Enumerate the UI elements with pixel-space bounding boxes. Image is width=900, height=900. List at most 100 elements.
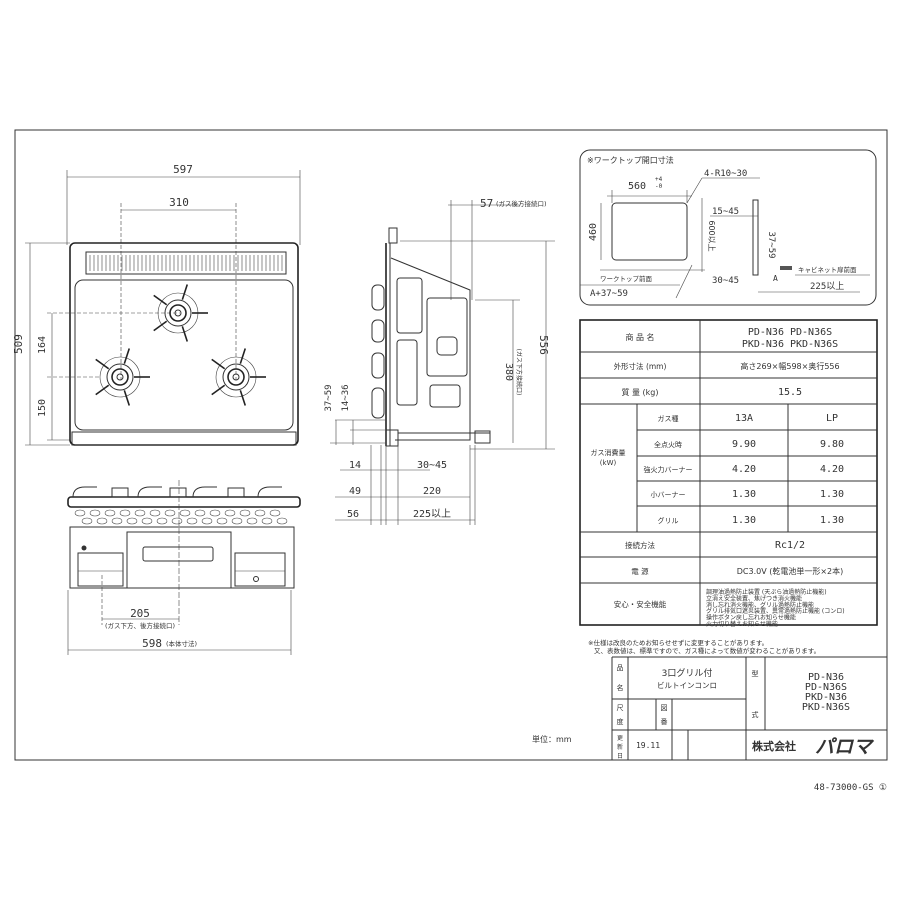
dim-14: 14 — [349, 460, 361, 471]
gas-row-13a: 9.90 — [732, 439, 756, 450]
products-line2: PKD-N36 PKD-N36S — [742, 339, 838, 350]
note-line2: 又、表数値は、標準ですので、ガス種によって数値が変わることがあります。 — [594, 646, 820, 655]
dim-556: 556 — [537, 335, 550, 355]
safety-item: 立消え安全装置、焦げつき消火機能 — [706, 594, 802, 602]
dim-49: 49 — [349, 486, 361, 497]
name-label: 品 — [617, 664, 624, 672]
product-name-1: 3口グリル付 — [662, 667, 713, 679]
drawing-number: 48-73000-GS ① — [814, 783, 887, 793]
product-name-2: ビルトインコンロ — [657, 681, 717, 690]
gas-consumption-unit: (kW) — [600, 459, 617, 467]
paloma-logo: パロマ — [815, 736, 875, 758]
dim-37-59: 37~59 — [324, 384, 334, 411]
power-value: DC3.0V (乾電池単一形×2本) — [737, 566, 844, 576]
dim-14-36: 14~36 — [341, 384, 351, 411]
dims-label: 外形寸法 (mm) — [614, 361, 667, 371]
company-name: 株式会社 — [752, 739, 796, 753]
gas-row-13a: 4.20 — [732, 464, 756, 475]
tol-plus: +4 — [655, 176, 663, 183]
spec-table: 商 品 名 PD-N36 PD-N36S PKD-N36 PKD-N36S 外形… — [579, 319, 878, 628]
radius-label: 4-R10~30 — [704, 169, 747, 179]
burner-front-left — [95, 348, 150, 406]
scale-label: 尺 — [617, 704, 624, 712]
scale-label: 度 — [617, 717, 624, 726]
gas-row-label: ガス種 — [658, 414, 679, 423]
drawing-border — [14, 129, 888, 761]
dim-57: 57 — [480, 197, 493, 210]
model-label: 式 — [752, 710, 759, 719]
weight-value: 15.5 — [778, 387, 802, 398]
gas-row-lp: 9.80 — [820, 439, 844, 450]
drawing-label: 番 — [661, 718, 668, 726]
dim-380-note: (ガス下方接続口) — [515, 349, 523, 396]
products-line1: PD-N36 PD-N36S — [748, 327, 832, 338]
dim-a-plus: A+37~59 — [590, 289, 628, 299]
update-label: 新 — [617, 743, 623, 751]
dim-burner-span: 310 — [169, 196, 189, 209]
dim-depth: 509 — [12, 334, 25, 354]
model-label: 型 — [752, 669, 759, 678]
dims-value: 高さ269×幅598×奥行556 — [740, 361, 839, 371]
tol-minus: -0 — [655, 183, 663, 190]
update-label: 更 — [617, 735, 623, 742]
gas-row: グリル 1.30 1.30 — [658, 515, 845, 526]
update-date: 19.11 — [636, 741, 660, 750]
product-label: 商 品 名 — [625, 332, 654, 342]
weight-label: 質 量 (kg) — [621, 387, 658, 397]
inset-dim-37-59: 37~59 — [766, 231, 776, 258]
inset-dim-225: 225以上 — [810, 281, 844, 292]
drawing-label: 図 — [661, 704, 668, 712]
dim-220: 220 — [423, 486, 441, 497]
dim-460: 460 — [588, 223, 599, 241]
gas-row-label: グリル — [658, 516, 679, 525]
worktop-opening-inset: ※ワークトップ開口寸法 560 +4 -0 460 600以上 4-R10~30… — [579, 149, 877, 306]
title-block: 品 名 3口グリル付 ビルトインコンロ 尺 度 図 番 型 式 PD-N36PD… — [611, 656, 887, 760]
left-control-panel — [77, 552, 124, 587]
gas-row-lp: 1.30 — [820, 515, 844, 526]
burner-front-right — [211, 348, 266, 406]
dim-380: 380 — [503, 363, 514, 381]
dim-56: 56 — [347, 509, 359, 520]
gas-row-13a: 1.30 — [732, 515, 756, 526]
connection-value: Rc1/2 — [775, 540, 805, 551]
front-view: 205 (ガス下方、後方接続口) 598 (本体寸法) — [67, 480, 301, 655]
dim-598-note: (本体寸法) — [166, 639, 197, 648]
dim-225: 225以上 — [413, 508, 451, 520]
dim-598: 598 — [142, 637, 162, 650]
safety-item: 調理油過熱防止装置 (天ぷら油過熱防止機能) — [706, 588, 827, 596]
top-view: 597 310 509 164 150 — [12, 163, 301, 446]
gas-row-13a: 13A — [735, 413, 753, 424]
model-name: PKD-N36 — [805, 692, 847, 703]
right-control-panel — [234, 552, 286, 587]
dim-164: 164 — [37, 336, 48, 354]
dim-205: 205 — [130, 607, 150, 620]
safety-label: 安心・安全機能 — [614, 599, 667, 609]
note-line1: ※仕様は改良のためお知らせせずに変更することがあります。 — [588, 638, 768, 647]
cooktop-outline — [69, 242, 299, 446]
safety-item: グリル排気口遮炎装置、異常過熱防止機能 (コンロ) — [706, 607, 845, 615]
worktop-front-label: ワークトップ前面 — [600, 274, 653, 283]
name-label: 名 — [617, 683, 624, 692]
gas-row-lp: LP — [826, 413, 838, 424]
inset-title: ※ワークトップ開口寸法 — [587, 155, 674, 165]
inset-label-a: A — [773, 274, 778, 283]
connection-label: 接続方法 — [625, 540, 655, 550]
safety-item: 消し忘れ消火機能、グリル過熱防止機能 — [706, 601, 814, 609]
dim-205-note: (ガス下方、後方接続口) — [105, 621, 175, 630]
gas-row: ガス種 13A LP — [658, 413, 839, 424]
model-name: PD-N36 — [808, 672, 844, 683]
model-name: PKD-N36S — [802, 702, 850, 713]
inset-dim-30-45: 30~45 — [712, 276, 739, 286]
inset-dim-15-45: 15~45 — [712, 207, 739, 217]
gas-row-lp: 1.30 — [820, 489, 844, 500]
burner-rear-small — [153, 284, 208, 342]
dim-560: 560 — [628, 181, 646, 192]
gas-row-13a: 1.30 — [732, 489, 756, 500]
update-label: 日 — [617, 753, 623, 760]
power-label: 電 源 — [631, 567, 649, 576]
gas-row-label: 強火力バーナー — [644, 465, 693, 474]
